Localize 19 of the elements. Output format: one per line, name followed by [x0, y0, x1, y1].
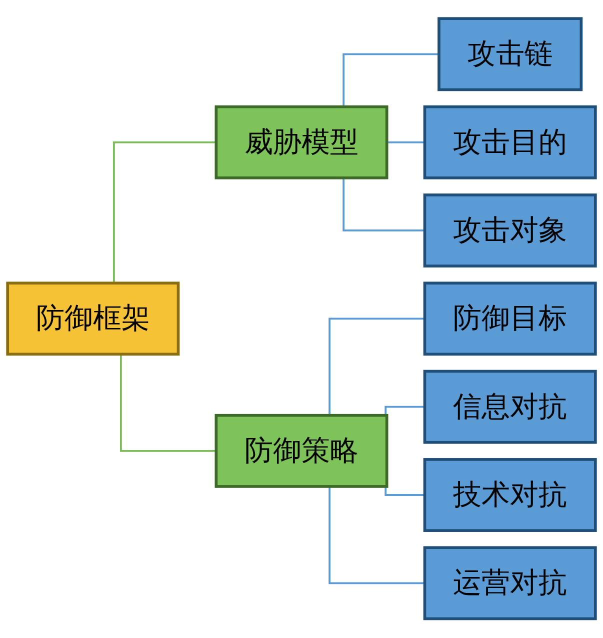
connector	[342, 178, 425, 232]
node-box: 攻击链	[438, 18, 583, 92]
node-box: 技术对抗	[423, 458, 597, 532]
node-box: 攻击目的	[423, 106, 597, 180]
node-box: 防御策略	[214, 414, 388, 488]
connector	[342, 54, 439, 108]
node-box: 防御框架	[6, 282, 180, 356]
connector	[328, 486, 425, 584]
connector	[386, 142, 425, 144]
connector	[328, 318, 425, 416]
node-box: 信息对抗	[423, 370, 597, 444]
node-box: 防御目标	[423, 282, 597, 356]
connector	[384, 406, 425, 416]
connector	[384, 486, 425, 496]
node-box: 运营对抗	[423, 546, 597, 620]
node-box: 威胁模型	[214, 106, 388, 180]
connector	[113, 142, 216, 284]
node-box: 攻击对象	[423, 194, 597, 268]
connector	[120, 354, 216, 452]
